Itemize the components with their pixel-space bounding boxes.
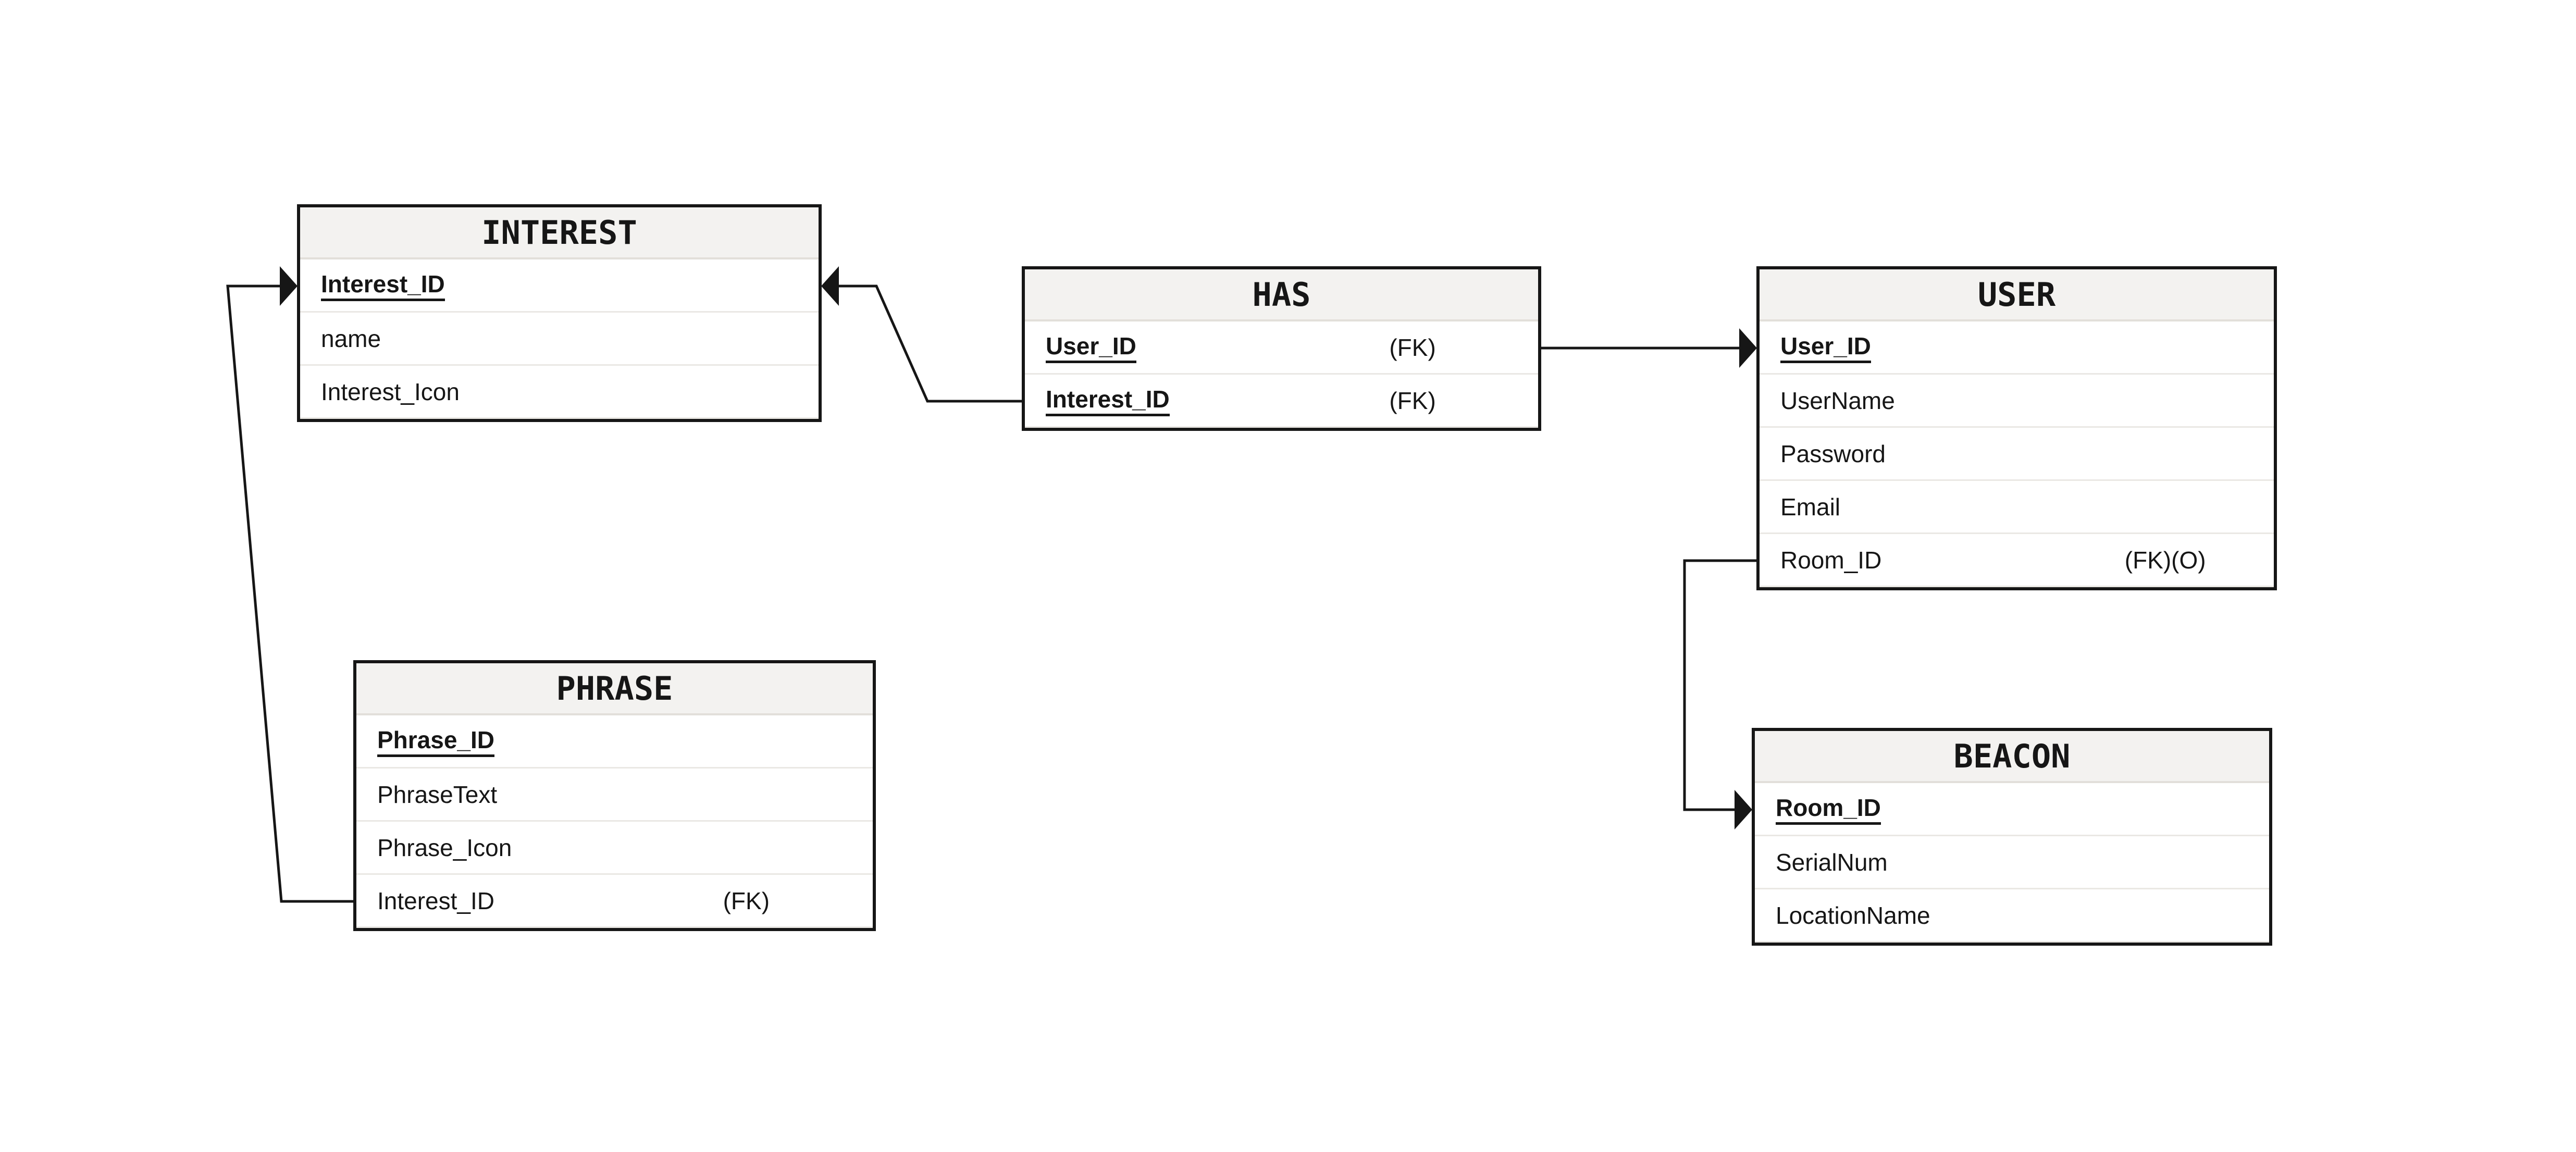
table-row: Room_ID (FK)(O) — [1760, 534, 2274, 587]
entity-title: PHRASE — [356, 663, 873, 715]
attribute-annotation: (FK) — [1389, 333, 1436, 361]
entity-has[interactable]: HAS User_ID (FK) Interest_ID (FK) — [1022, 266, 1541, 431]
attribute-annotation: (FK) — [723, 887, 770, 914]
table-row: Phrase_ID — [356, 715, 873, 769]
attribute-name: User_ID — [1780, 332, 1871, 363]
table-row: Interest_ID (FK) — [1025, 375, 1538, 428]
entity-title: BEACON — [1755, 731, 2269, 783]
attribute-annotation: (FK) — [1389, 387, 1436, 414]
attribute-name: Interest_ID — [321, 270, 445, 301]
attribute-name: PhraseText — [377, 781, 498, 808]
table-row: Password — [1760, 428, 2274, 481]
table-row: PhraseText — [356, 769, 873, 822]
relationship-line-has-interest — [837, 284, 1022, 403]
entity-title: INTEREST — [300, 207, 819, 259]
attribute-name: Room_ID — [1776, 794, 1881, 825]
attribute-name: Phrase_Icon — [377, 834, 512, 861]
attribute-name: Password — [1780, 440, 1886, 467]
entity-title: HAS — [1025, 269, 1538, 321]
entity-interest[interactable]: INTEREST Interest_ID name Interest_Icon — [297, 204, 822, 422]
attribute-name: Phrase_ID — [377, 726, 495, 757]
table-row: UserName — [1760, 375, 2274, 428]
table-row: Room_ID — [1755, 783, 2269, 836]
table-row: Interest_ID — [300, 259, 819, 313]
attribute-name: Interest_ID — [377, 887, 494, 914]
relationship-line-user-beacon — [1683, 559, 1756, 811]
table-row: LocationName — [1755, 889, 2269, 943]
table-row: SerialNum — [1755, 836, 2269, 889]
attribute-name: Interest_ID — [1046, 385, 1170, 416]
relationship-line-phrase-interest — [226, 284, 353, 903]
attribute-name: User_ID — [1046, 332, 1136, 363]
table-row: Interest_Icon — [300, 366, 819, 419]
table-row: Interest_ID (FK) — [356, 875, 873, 928]
attribute-name: SerialNum — [1776, 848, 1888, 876]
arrowhead-into-interest-left — [280, 266, 298, 306]
attribute-name: Email — [1780, 493, 1841, 521]
attribute-name: name — [321, 325, 381, 352]
table-row: User_ID (FK) — [1025, 321, 1538, 375]
attribute-name: LocationName — [1776, 901, 1930, 929]
arrowhead-into-user — [1739, 328, 1757, 368]
table-row: User_ID — [1760, 321, 2274, 375]
arrowhead-into-interest-right — [821, 266, 839, 306]
entity-phrase[interactable]: PHRASE Phrase_ID PhraseText Phrase_Icon … — [353, 660, 876, 931]
attribute-name: Room_ID — [1780, 546, 1882, 574]
table-row: name — [300, 313, 819, 366]
attribute-name: UserName — [1780, 387, 1895, 414]
attribute-annotation: (FK)(O) — [2124, 546, 2206, 574]
entity-title: USER — [1760, 269, 2274, 321]
entity-beacon[interactable]: BEACON Room_ID SerialNum LocationName — [1752, 728, 2272, 946]
arrowhead-into-beacon — [1735, 790, 1752, 829]
attribute-name: Interest_Icon — [321, 378, 460, 405]
entity-user[interactable]: USER User_ID UserName Password Email Roo… — [1756, 266, 2277, 590]
table-row: Email — [1760, 481, 2274, 534]
table-row: Phrase_Icon — [356, 822, 873, 875]
